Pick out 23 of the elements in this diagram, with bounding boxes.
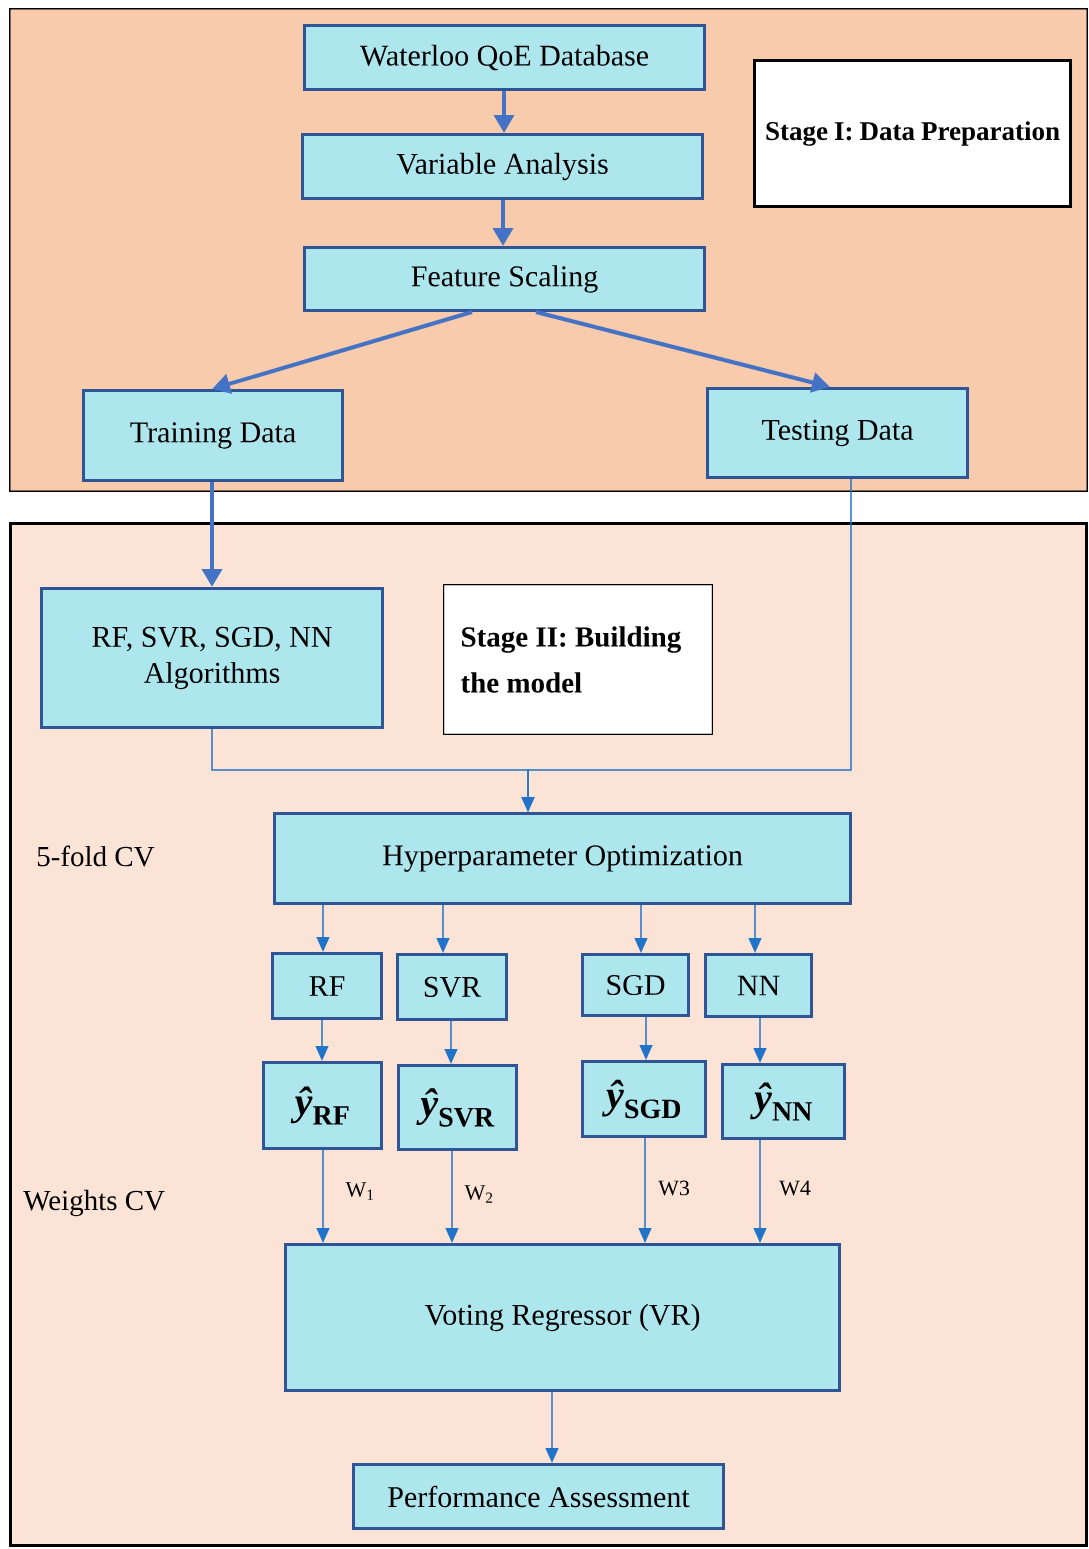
- output-box: ŷ$_{SGD}$: [581, 1060, 707, 1138]
- process-box: Voting Regressor (VR): [284, 1243, 841, 1392]
- edge-label: W$_{2}$: [463, 1184, 495, 1204]
- output-box: ŷ$_{RF}$: [262, 1061, 383, 1150]
- side-label: 5-fold CV: [37, 845, 155, 867]
- output-box: ŷ$_{NN}$: [721, 1063, 846, 1140]
- process-box: Hyperparameter Optimization: [273, 812, 852, 905]
- process-box: SGD: [581, 953, 690, 1017]
- side-label: Weights CV: [23, 1189, 165, 1217]
- process-box: Feature Scaling: [303, 246, 706, 312]
- process-box: Waterloo QoE Database: [303, 24, 706, 91]
- process-box: Testing Data: [706, 387, 969, 479]
- title-box: Stage I: Data Preparation: [753, 59, 1072, 208]
- title-box: Stage II: Building the model: [443, 584, 713, 735]
- process-box: Variable Analysis: [301, 133, 704, 200]
- output-box: ŷ$_{SVR}$: [397, 1064, 518, 1151]
- process-box: RF, SVR, SGD, NN Algorithms: [40, 587, 384, 729]
- process-box: SVR: [396, 953, 508, 1021]
- process-box: Training Data: [82, 389, 344, 482]
- process-box: Performance Assessment: [352, 1463, 725, 1530]
- process-box: RF: [271, 952, 383, 1020]
- edge-label: W$_{1}$: [344, 1181, 376, 1201]
- process-box: NN: [704, 953, 813, 1018]
